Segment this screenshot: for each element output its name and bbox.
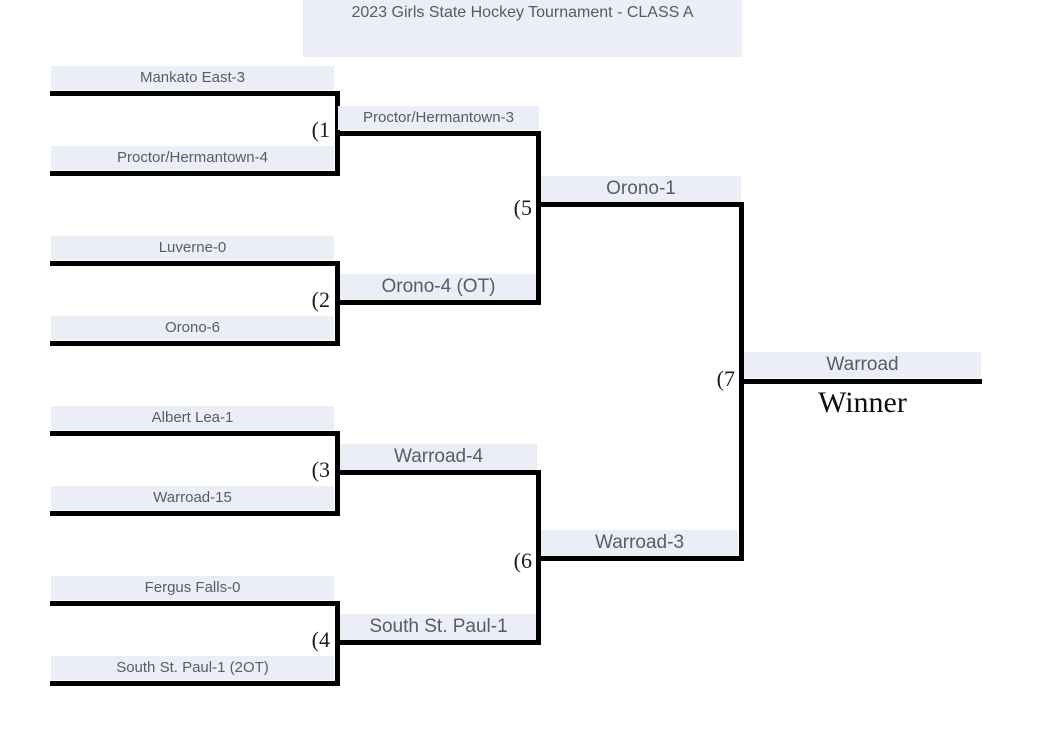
team-label: Orono-4 (OT) (340, 274, 537, 300)
bracket-line (50, 341, 340, 346)
round1-match-1: Mankato East-3 Proctor/Hermantown-4 (1 (50, 66, 342, 176)
team-label: Orono-6 (51, 316, 334, 340)
match-number: (2 (311, 287, 330, 312)
team-label: Warroad-3 (541, 530, 738, 556)
team-label: Luverne-0 (51, 236, 334, 260)
match-number: (1 (311, 117, 330, 142)
bracket-line (335, 470, 541, 475)
match-number: (3 (311, 457, 330, 482)
bracket-connector (536, 131, 541, 305)
match-number: (5 (513, 195, 532, 220)
champion-team-label: Warroad (744, 352, 981, 378)
bracket-line (50, 261, 340, 266)
bracket-line (537, 556, 744, 561)
team-label: Orono-1 (541, 176, 741, 202)
bracket-line (50, 431, 340, 436)
team-label: Proctor/Hermantown-3 (338, 106, 539, 130)
round1-match-4: Fergus Falls-0 South St. Paul-1 (2OT) (4 (50, 576, 342, 686)
winner-caption: Winner (818, 386, 907, 419)
bracket-line (50, 91, 340, 96)
team-label: Warroad-4 (340, 444, 537, 470)
bracket-line (335, 640, 541, 645)
bracket-line (335, 300, 541, 305)
bracket-line (335, 131, 541, 136)
match-number: (4 (311, 627, 330, 652)
round1-match-2: Luverne-0 Orono-6 (2 (50, 236, 342, 346)
team-label: South St. Paul-1 (340, 614, 537, 640)
round1-match-3: Albert Lea-1 Warroad-15 (3 (50, 406, 342, 516)
bracket-line (50, 601, 340, 606)
match-number: (6 (513, 548, 532, 573)
team-label: Mankato East-3 (51, 66, 334, 90)
bracket-line (50, 681, 340, 686)
match-number: (7 (716, 366, 735, 391)
team-label: Proctor/Hermantown-4 (51, 146, 334, 170)
bracket-line (537, 202, 744, 207)
bracket-line (50, 511, 340, 516)
bracket-line (739, 379, 982, 384)
team-label: Albert Lea-1 (51, 406, 334, 430)
team-label: South St. Paul-1 (2OT) (51, 656, 334, 680)
tournament-title: 2023 Girls State Hockey Tournament - CLA… (303, 0, 742, 57)
team-label: Fergus Falls-0 (51, 576, 334, 600)
bracket-line (50, 171, 340, 176)
team-label: Warroad-15 (51, 486, 334, 510)
